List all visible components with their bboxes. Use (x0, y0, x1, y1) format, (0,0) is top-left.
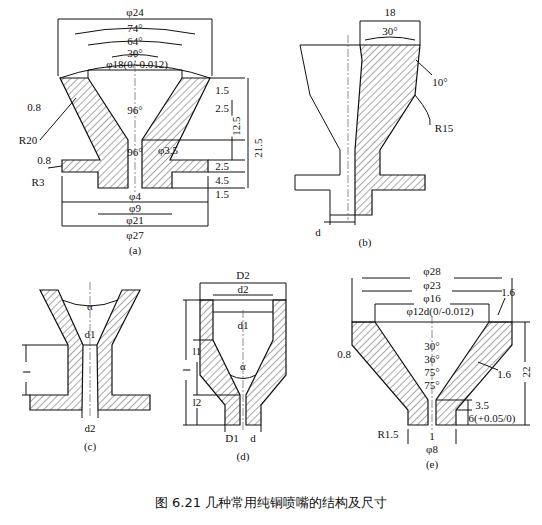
dimension-label: R3 (31, 176, 46, 188)
dimension-label: l2 (192, 396, 203, 408)
dimension-label: l (20, 369, 32, 374)
dimension-label: d1 (237, 319, 250, 331)
dimension-label: 30° (423, 340, 440, 352)
figure-caption: 图 6.21 几种常用纯铜喷嘴的结构及尺寸 (155, 494, 387, 512)
dimension-label: 75° (423, 366, 440, 378)
dimension-label: 1.5 (214, 84, 230, 96)
dimension-label: φ12d(0/-0.012) (405, 305, 474, 317)
dimension-label: 1.6 (496, 368, 512, 380)
dimension-label: 21.5 (252, 137, 264, 158)
dimension-label: R20 (18, 134, 38, 146)
dimension-label: 4.5 (214, 174, 230, 186)
dimension-label: 12.5 (230, 115, 242, 136)
dimension-label: d (314, 226, 322, 238)
dimension-label: 64° (126, 35, 143, 47)
dimension-label: φ21 (125, 214, 144, 226)
dimension-label: φ16 (422, 292, 441, 304)
dimension-label: φ9 (128, 202, 142, 214)
dimension-label: 2.5 (214, 160, 230, 172)
dimension-label: φ4 (128, 190, 142, 202)
dimension-label: 1.6 (500, 286, 516, 298)
dimension-label: R1.5 (376, 428, 399, 440)
dimension-label: d1 (84, 328, 97, 340)
dimension-label: 75° (423, 379, 440, 391)
dimension-label: 0.8 (336, 348, 352, 360)
dimension-label: d2 (84, 422, 97, 434)
dimension-label: (b) (358, 236, 373, 248)
dimension-label: 36° (423, 353, 440, 365)
dimension-label: 96° (126, 146, 143, 158)
dimension-label: 1 (428, 430, 436, 442)
dimension-label: φ3.5 (157, 144, 179, 156)
dimension-label: 1.5 (214, 188, 230, 200)
dimension-label: φ18(0/-0.012) (105, 58, 169, 70)
dimension-label: 6(+0.05/0) (468, 412, 517, 424)
dimension-label: 0.8 (36, 154, 52, 166)
dimension-label: φ27 (125, 229, 144, 241)
dimension-label: α (239, 360, 247, 372)
dimension-label: 30° (381, 25, 398, 37)
dimension-label: 10° (431, 76, 448, 88)
dimension-label: 22 (520, 366, 532, 379)
dimension-label: d2 (237, 283, 250, 295)
dimension-label: 30° (126, 47, 143, 59)
dimension-label: D1 (224, 432, 239, 444)
dimension-label: 0.8 (26, 101, 42, 113)
dimension-label: (e) (425, 458, 439, 470)
dimension-label: (d) (236, 450, 251, 462)
dimension-label: 96° (126, 104, 143, 116)
dimension-label: l1 (192, 345, 203, 357)
dimension-label: 74° (126, 22, 143, 34)
dimension-label: 18 (384, 6, 397, 18)
dimension-label: φ8 (425, 443, 439, 455)
dimension-label: (a) (128, 244, 142, 256)
dimension-label: (c) (83, 440, 97, 452)
dimension-label: R15 (434, 122, 454, 134)
dimension-label: 2.5 (214, 102, 230, 114)
dimension-label: φ24 (125, 6, 144, 18)
dimension-label: α (86, 300, 94, 312)
dimension-label: D2 (235, 269, 250, 281)
dimension-label: φ23 (422, 279, 441, 291)
dimension-label: φ28 (422, 265, 441, 277)
dimension-label: l (180, 367, 192, 372)
dimension-label: d (249, 432, 257, 444)
dimension-label: 3.5 (474, 399, 490, 411)
